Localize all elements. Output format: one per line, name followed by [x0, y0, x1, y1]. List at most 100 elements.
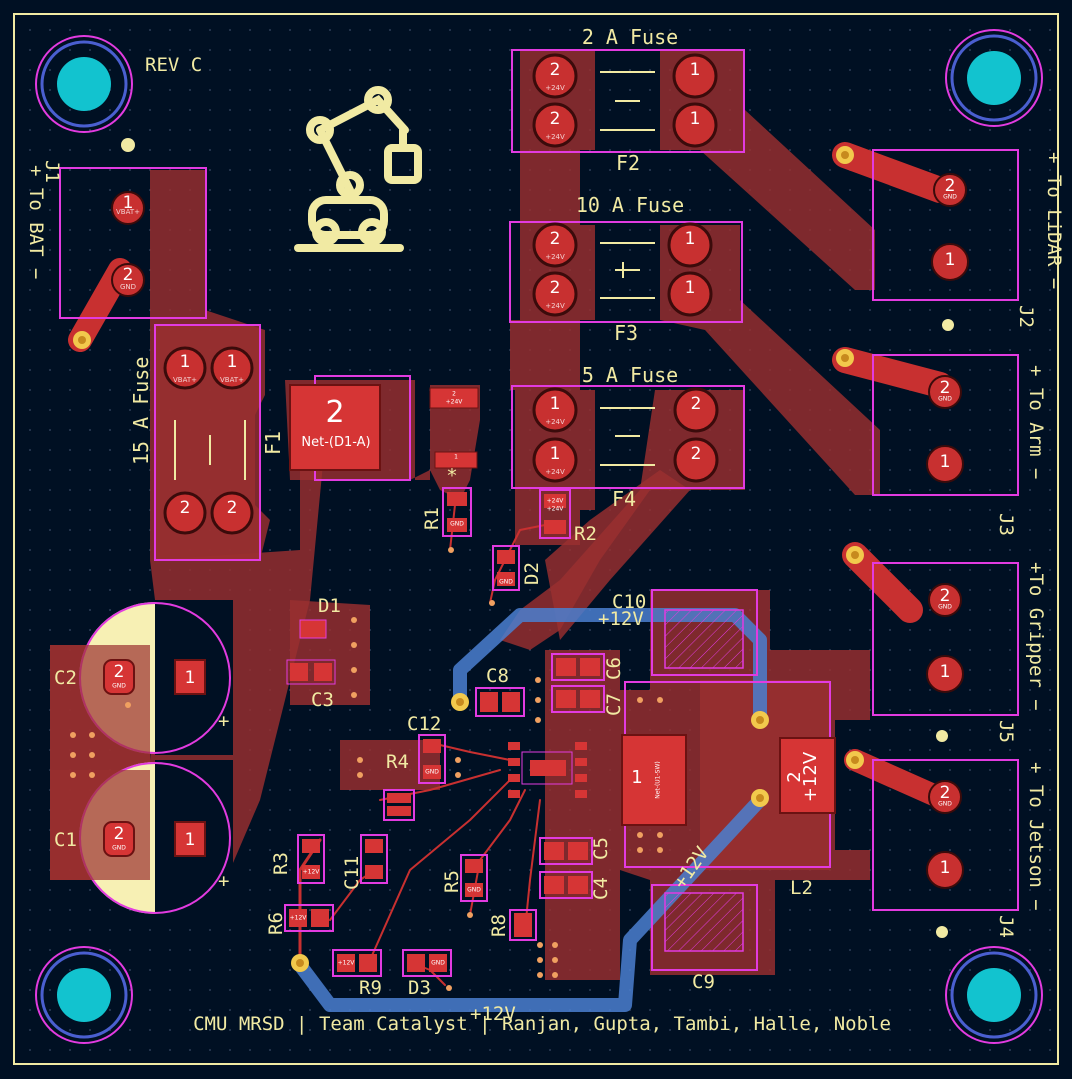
svg-text:C6: C6	[603, 657, 625, 680]
svg-text:+12V: +12V	[303, 869, 321, 876]
svg-text:L2: L2	[790, 877, 813, 899]
capacitor-c5: C5	[539, 837, 612, 865]
svg-text:2: 2	[180, 498, 191, 518]
svg-text:1: 1	[550, 444, 561, 464]
svg-text:R5: R5	[441, 870, 463, 893]
f2-label: 2 A Fuse	[582, 25, 678, 49]
svg-text:C8: C8	[486, 665, 509, 687]
svg-text:+24V: +24V	[545, 253, 565, 261]
svg-text:VBAT+: VBAT+	[220, 376, 244, 384]
connector-j5: 2 GND 1 +To Gripper − J5	[872, 562, 1047, 743]
svg-text:C2: C2	[54, 667, 77, 689]
svg-text:1: 1	[940, 452, 951, 472]
svg-text:C1: C1	[54, 829, 77, 851]
svg-text:GND: GND	[112, 845, 126, 852]
svg-text:R6: R6	[265, 912, 287, 935]
svg-text:GND: GND	[938, 604, 952, 611]
capacitor-c9: C9	[651, 884, 758, 993]
mount-hole-bottom-left	[35, 946, 133, 1044]
capacitor-c11: C11	[341, 834, 388, 890]
svg-text:+12V: +12V	[598, 608, 644, 630]
svg-text:R3: R3	[270, 852, 292, 875]
resistor-r1: GND R1	[421, 487, 472, 553]
svg-text:+12V: +12V	[800, 751, 821, 802]
svg-text:C11: C11	[341, 856, 363, 890]
capacitor-c7: C7	[551, 685, 625, 716]
svg-text:C9: C9	[692, 971, 715, 993]
svg-text:1: 1	[180, 352, 191, 372]
diode-d3: GND D3	[402, 949, 452, 999]
svg-text:1: 1	[454, 454, 458, 461]
svg-text:+ To Jetson −: + To Jetson −	[1025, 762, 1047, 911]
svg-text:2: 2	[550, 229, 561, 249]
svg-text:2: 2	[940, 783, 951, 803]
svg-text:1: 1	[550, 394, 561, 414]
svg-text:GND: GND	[938, 801, 952, 808]
svg-text:J4: J4	[995, 915, 1017, 938]
svg-text:1: 1	[631, 767, 642, 788]
regulator-ic-u1	[508, 742, 587, 798]
f4-ref: F4	[612, 487, 636, 511]
svg-text:+ To LiDAR −: + To LiDAR −	[1043, 152, 1065, 289]
svg-text:2: 2	[550, 109, 561, 129]
capacitor-c4: C4	[539, 871, 612, 900]
f1-label: 15 A Fuse	[129, 357, 153, 465]
resistor-r4: R4	[383, 751, 415, 821]
f2-ref: F2	[616, 151, 640, 175]
svg-text:1: 1	[945, 250, 956, 270]
svg-text:C12: C12	[407, 713, 441, 735]
mount-hole-top-right	[945, 29, 1043, 127]
resistor-r6: +12V R6	[265, 904, 334, 935]
f3-ref: F3	[614, 321, 638, 345]
svg-text:2: 2	[940, 378, 951, 398]
svg-text:+24V: +24V	[545, 84, 565, 92]
svg-text:1: 1	[940, 662, 951, 682]
svg-text:GND: GND	[499, 579, 513, 586]
revision-label: REV C	[145, 54, 202, 76]
svg-text:GND: GND	[431, 960, 445, 967]
connector-j4: 2 GND 1 + To Jetson − J4	[872, 759, 1047, 938]
resistor-r5: GND R5	[441, 854, 488, 902]
svg-text:R2: R2	[574, 523, 597, 545]
svg-text:C4: C4	[590, 877, 612, 900]
mounting-holes	[35, 29, 1043, 1044]
svg-text:Net-(U1-SW): Net-(U1-SW)	[655, 761, 662, 799]
svg-text:GND: GND	[467, 887, 481, 894]
fuse-f2: 2 +24V 2 +24V 1 1 2 A Fuse F2	[511, 25, 745, 175]
svg-text:R1: R1	[421, 507, 443, 530]
svg-text:+24V: +24V	[545, 133, 565, 141]
capacitor-c10: C10 +12V	[598, 589, 758, 676]
connector-j3: 2 GND 1 + To Arm − J3	[872, 354, 1047, 536]
svg-text:GND: GND	[450, 521, 464, 528]
svg-text:1: 1	[690, 109, 701, 129]
resistor-r8: R8	[488, 909, 537, 941]
vias	[70, 146, 864, 991]
svg-text:C3: C3	[311, 689, 334, 711]
svg-text:1: 1	[185, 830, 196, 850]
svg-text:R8: R8	[488, 914, 510, 937]
svg-text:+ To Arm −: + To Arm −	[1025, 365, 1047, 479]
svg-text:C10: C10	[612, 591, 646, 613]
svg-text:1: 1	[123, 193, 134, 213]
svg-text:2: 2	[114, 824, 125, 844]
svg-text:GND: GND	[112, 683, 126, 690]
resistor-r9: +12V R9	[332, 949, 382, 999]
footer-credits: CMU MRSD | Team Catalyst | Ranjan, Gupta…	[193, 1013, 891, 1035]
fuse-f3: 2 +24V 2 +24V 1 1 10 A Fuse F3	[509, 193, 743, 345]
svg-text:C7: C7	[603, 693, 625, 716]
svg-text:2: 2	[691, 444, 702, 464]
svg-text:VBAT+: VBAT+	[173, 376, 197, 384]
svg-text:R9: R9	[359, 977, 382, 999]
svg-text:+: +	[218, 710, 229, 732]
svg-text:2: 2	[940, 586, 951, 606]
svg-text:J2: J2	[1015, 305, 1037, 328]
svg-text:R4: R4	[386, 751, 409, 773]
capacitor-c8: C8	[475, 665, 525, 717]
svg-text:GND: GND	[120, 283, 136, 291]
board-edge	[13, 13, 1059, 1065]
svg-text:1: 1	[690, 60, 701, 80]
capacitor-c3: C3	[286, 619, 336, 711]
svg-text:D2: D2	[521, 562, 543, 585]
capacitor-c1: 2 GND 1 C1 +	[50, 760, 233, 915]
